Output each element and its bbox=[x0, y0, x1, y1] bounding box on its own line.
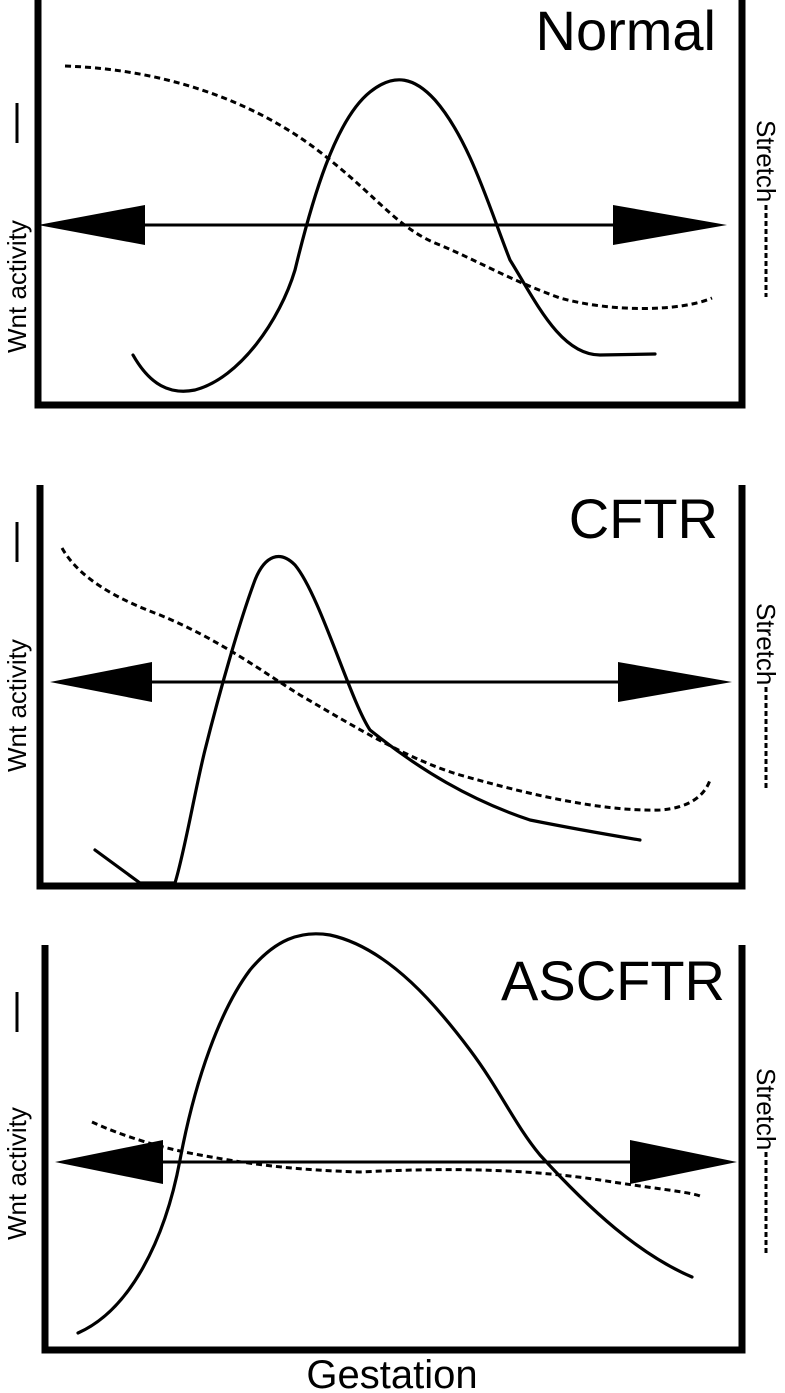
panel-ascftr-arrow-right-head bbox=[630, 1140, 737, 1184]
panel-ascftr-title: ASCFTR bbox=[501, 949, 725, 1012]
x-axis-label: Gestation bbox=[306, 1353, 477, 1393]
panel-cftr-arrow-right-head bbox=[618, 662, 732, 702]
panel-ascftr-stretch-curve bbox=[91, 1120, 701, 1198]
panel-ascftr-wnt-curve bbox=[76, 932, 694, 1335]
panel-cftr-title: CFTR bbox=[569, 487, 718, 550]
panel-normal-arrow-right-head bbox=[613, 205, 727, 245]
panel-cftr: CFTR Wnt activity Stretch bbox=[2, 485, 781, 890]
panel-ascftr: ASCFTR Wnt activity Stretch bbox=[2, 932, 781, 1354]
panel-cftr-right-label-text: Stretch bbox=[751, 603, 781, 685]
panel-ascftr-frame bbox=[41, 945, 746, 1354]
panel-normal-title: Normal bbox=[536, 0, 716, 62]
panel-normal-wnt-curve bbox=[131, 78, 657, 393]
panel-cftr-arrow-left-head bbox=[50, 662, 152, 702]
panel-cftr-wnt-curve bbox=[93, 554, 642, 885]
panel-cftr-right-label: Stretch bbox=[751, 603, 781, 790]
panel-cftr-frame bbox=[36, 485, 746, 890]
panel-ascftr-right-label: Stretch bbox=[751, 1068, 781, 1253]
panel-cftr-left-label-text: Wnt activity bbox=[2, 639, 32, 772]
panel-ascftr-right-label-text: Stretch bbox=[751, 1068, 781, 1150]
panel-normal-stretch-curve bbox=[64, 64, 713, 310]
panel-ascftr-left-label-text: Wnt activity bbox=[2, 1107, 32, 1240]
panel-ascftr-arrow-left-head bbox=[55, 1140, 163, 1184]
panel-normal-frame bbox=[34, 0, 746, 409]
panel-cftr-stretch-curve bbox=[60, 547, 712, 812]
panel-normal: Normal Wnt activity Stretch bbox=[2, 0, 781, 409]
panel-ascftr-left-label: Wnt activity bbox=[2, 992, 32, 1240]
panel-normal-right-label: Stretch bbox=[751, 120, 781, 297]
panel-cftr-left-label: Wnt activity bbox=[2, 522, 32, 772]
panel-normal-right-label-text: Stretch bbox=[751, 120, 781, 202]
panel-normal-left-label-text: Wnt activity bbox=[2, 220, 32, 353]
panel-normal-arrow-left-head bbox=[38, 205, 145, 245]
panel-normal-left-label: Wnt activity bbox=[2, 103, 32, 353]
